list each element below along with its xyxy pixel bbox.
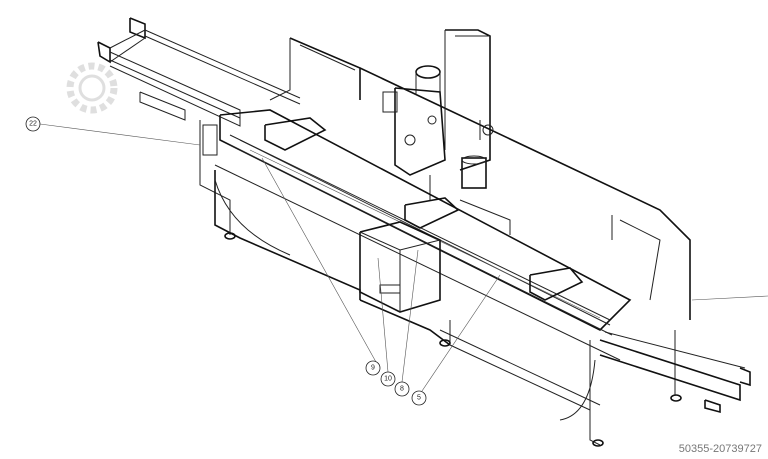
gear-logo-icon <box>66 62 118 114</box>
callout-label: 22 <box>29 121 37 128</box>
callout-label: 9 <box>371 365 375 372</box>
left-rail <box>97 17 301 127</box>
callout-5: 5 <box>411 390 427 406</box>
callout-8: 8 <box>394 381 410 397</box>
drill-head <box>382 29 494 200</box>
callout-10: 10 <box>380 371 396 387</box>
machine-frame <box>199 37 691 447</box>
callout-9: 9 <box>365 360 381 376</box>
callout-label: 10 <box>384 376 392 383</box>
callout-label: 5 <box>417 395 421 402</box>
watermark-id: 50355-20739727 <box>678 443 762 455</box>
callouts: 22 9 10 8 5 <box>25 116 768 406</box>
callout-label: 8 <box>400 386 404 393</box>
callout-22: 22 <box>25 116 41 132</box>
right-rail <box>599 331 751 414</box>
main-beam <box>214 109 661 361</box>
